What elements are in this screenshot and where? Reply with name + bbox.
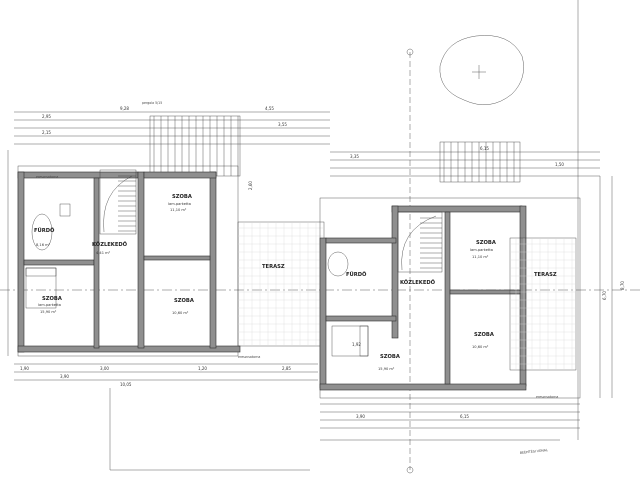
room-szoba-5: SZOBA	[474, 332, 494, 338]
room-szoba-4-area: 11,10 m²	[472, 255, 489, 259]
room-kozlekedo-2: KÖZLEKEDŐ	[400, 279, 436, 286]
dim-right-a: 8,70	[620, 281, 625, 290]
dim-top-g: 6,15	[480, 146, 489, 151]
room-szoba-3-area: 15,90 m²	[40, 310, 57, 314]
tree-symbol	[439, 35, 524, 105]
room-szoba-1-floor: lam.parketta	[168, 202, 191, 206]
label-ereszcsatorna-1: ereszcsatorna	[36, 175, 58, 179]
room-szoba-1-area: 11,10 m²	[170, 208, 187, 212]
bottom-dimension-chains: 1,90 3,00 1,20 2,85 3,90 10,05 3,90 6,15…	[7, 150, 625, 455]
dim-top-f: 3,35	[350, 154, 359, 159]
dim-bottom-a: 1,90	[20, 366, 29, 371]
dim-top-h: 1,50	[555, 162, 564, 167]
dim-mid-b: 1,92	[352, 342, 361, 347]
dim-bottom-c: 1,20	[198, 366, 207, 371]
unit-right: SZOBA lam.parketta 11,10 m² FÜRDŐ KÖZLEK…	[319, 197, 581, 399]
dim-left-a: 3,90	[60, 374, 69, 379]
room-szoba-5-area: 10,60 m²	[472, 345, 489, 349]
dim-top-b: 2,95	[42, 114, 51, 119]
dim-mid-a: 2,60	[248, 181, 253, 190]
room-szoba-3: SZOBA	[42, 296, 62, 302]
room-szoba-2: SZOBA	[174, 298, 194, 304]
label-ereszcsatorna-3: ereszcsatorna	[536, 395, 558, 399]
room-szoba-6: SZOBA	[380, 354, 400, 360]
room-szoba-2-area: 10,60 m²	[172, 311, 189, 315]
top-dimension-chains: 9,28 2,95 2,15 4,55 3,55 3,35 6,15 1,50 …	[14, 101, 600, 177]
room-szoba-6-area: 15,90 m²	[378, 367, 395, 371]
room-furdo-1: FÜRDŐ	[34, 227, 55, 234]
room-szoba-4-floor: lam.parketta	[470, 248, 493, 252]
dim-bottom-d: 2,85	[282, 366, 291, 371]
label-ereszcsatorna-2: ereszcsatorna	[238, 355, 260, 359]
room-furdo-1-area: 8,16 m²	[36, 243, 51, 247]
room-terasz-2: TERASZ	[534, 272, 557, 278]
pergola-left	[149, 115, 241, 177]
room-furdo-2: FÜRDŐ	[346, 271, 367, 278]
room-kozlekedo-1: KÖZLEKEDŐ	[92, 241, 128, 248]
pergola-right	[439, 141, 521, 183]
room-szoba-4: SZOBA	[476, 240, 496, 246]
dim-left-b: 10,05	[120, 382, 132, 387]
room-terasz-1: TERASZ	[262, 264, 285, 270]
label-beepitesi-vonal: BEÉPÍTÉSI VONAL	[520, 447, 549, 455]
room-szoba-3-floor: lam.parketta	[38, 303, 61, 307]
room-szoba-1: SZOBA	[172, 194, 192, 200]
room-kozlekedo-1-area: 4,41 m²	[96, 251, 111, 255]
dim-bottom-b: 3,00	[100, 366, 109, 371]
dim-bottom-e: 3,90	[356, 414, 365, 419]
dim-top-d: 4,55	[265, 106, 274, 111]
pergola-label: pergola 5/15	[142, 101, 162, 105]
unit-left: SZOBA lam.parketta 11,10 m² FÜRDŐ 8,16 m…	[17, 165, 325, 357]
dim-bottom-f: 6,15	[460, 414, 469, 419]
dim-top-c: 2,15	[42, 130, 51, 135]
dim-top-a: 9,28	[120, 106, 129, 111]
dim-top-e: 3,55	[278, 122, 287, 127]
dim-right-b: 6,70	[602, 291, 607, 300]
